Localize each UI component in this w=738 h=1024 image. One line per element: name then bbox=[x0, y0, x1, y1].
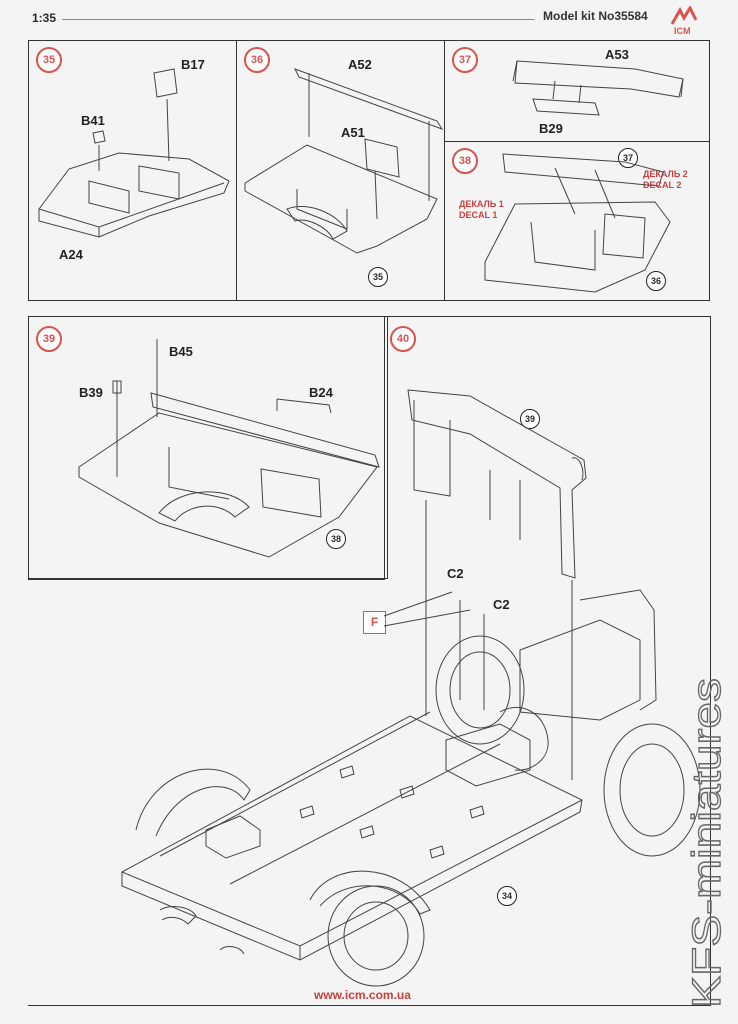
step-38-ref-37: 37 bbox=[618, 148, 638, 168]
svg-text:ICM: ICM bbox=[674, 26, 691, 36]
header-kit-number: Model kit No35584 bbox=[543, 9, 648, 23]
step-39-panel: 39 B45 B39 B24 38 bbox=[28, 316, 388, 579]
step-35-drawing bbox=[38, 68, 230, 238]
watermark-text: KFS-miniatures bbox=[690, 678, 729, 1008]
step-40-frame-top: 40 39 bbox=[384, 316, 711, 580]
part-label-b45: B45 bbox=[169, 344, 193, 359]
kfs-watermark: KFS-miniatures bbox=[690, 677, 730, 1008]
step-38-number: 38 bbox=[452, 148, 478, 174]
step-38-drawing bbox=[484, 153, 671, 293]
step-40-panel bbox=[28, 316, 711, 1006]
step-40-ref-39: 39 bbox=[520, 409, 540, 429]
part-label-a24: A24 bbox=[59, 247, 83, 262]
part-label-b17: B17 bbox=[181, 57, 205, 72]
step-36-number: 36 bbox=[244, 47, 270, 73]
step-39-ref-38: 38 bbox=[326, 529, 346, 549]
part-label-c2-lower: C2 bbox=[493, 597, 510, 612]
part-label-a51: A51 bbox=[341, 125, 365, 140]
footer-url: www.icm.com.ua bbox=[314, 988, 411, 1002]
part-label-c2-upper: C2 bbox=[447, 566, 464, 581]
part-label-b29: B29 bbox=[539, 121, 563, 136]
step-35-number: 35 bbox=[36, 47, 62, 73]
step-39-drawing bbox=[78, 339, 380, 558]
icm-logo: ICM bbox=[670, 6, 698, 36]
step-38-ref-36: 36 bbox=[646, 271, 666, 291]
part-label-a53: A53 bbox=[605, 47, 629, 62]
part-label-b24: B24 bbox=[309, 385, 333, 400]
step-40-ref-34: 34 bbox=[497, 886, 517, 906]
step-37-number: 37 bbox=[452, 47, 478, 73]
step-37-drawing bbox=[512, 60, 684, 116]
part-label-b41: B41 bbox=[81, 113, 105, 128]
part-label-a52: A52 bbox=[348, 57, 372, 72]
step-40-number: 40 bbox=[390, 326, 416, 352]
step-40-frame-left bbox=[28, 579, 385, 580]
step-36-drawing bbox=[244, 68, 444, 254]
header-rule bbox=[62, 19, 534, 20]
step-36-ref-35: 35 bbox=[368, 267, 388, 287]
header-scale: 1:35 bbox=[32, 11, 57, 25]
flag-f-box: F bbox=[363, 611, 386, 634]
step-39-number: 39 bbox=[36, 326, 62, 352]
part-label-b39: B39 bbox=[79, 385, 103, 400]
